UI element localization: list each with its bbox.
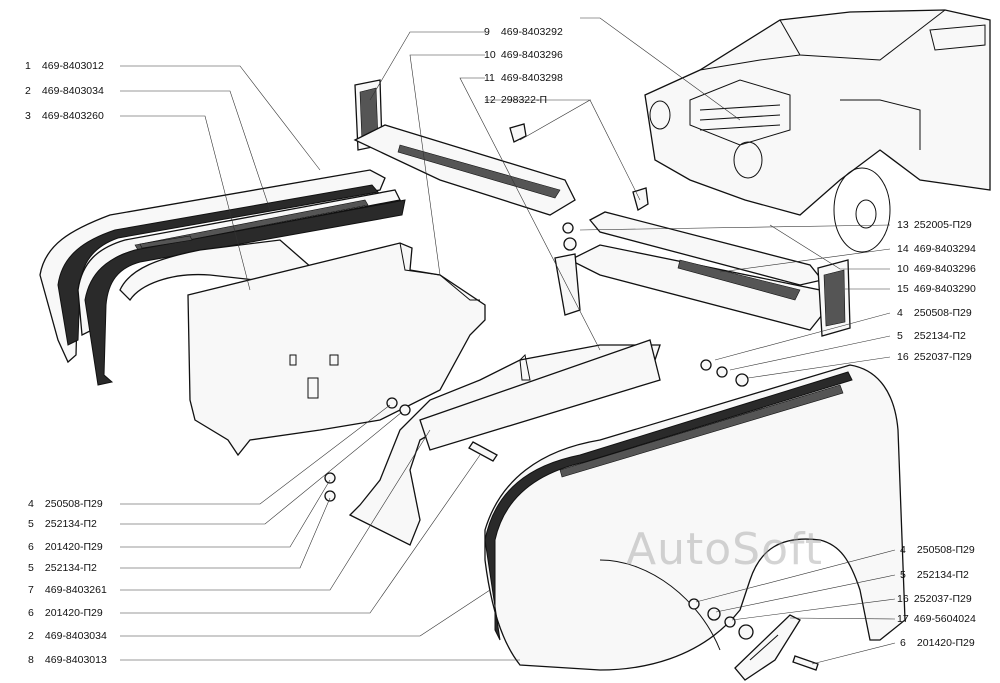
callout-7: 7 469-8403261 xyxy=(28,584,107,596)
callout-8: 8 469-8403013 xyxy=(28,654,107,666)
callout-6-bl-2: 6 201420-П29 xyxy=(28,607,103,619)
callout-5-br: 5 252134-П2 xyxy=(900,569,969,581)
callout-13: 13 252005-П29 xyxy=(897,219,972,231)
callout-3: 3 469-8403260 xyxy=(25,110,104,122)
callout-6-br: 6 201420-П29 xyxy=(900,637,975,649)
callout-10-right: 10 469-8403296 xyxy=(897,263,976,275)
callout-1: 1 469-8403012 xyxy=(25,60,104,72)
part-front-fender xyxy=(484,364,906,671)
callout-2: 2 469-8403034 xyxy=(25,85,104,97)
callout-5-bl-2: 5 252134-П2 xyxy=(28,562,97,574)
callout-9: 9 469-8403292 xyxy=(484,26,563,38)
part-wheel-arch-inner xyxy=(348,339,661,546)
part-long-strip xyxy=(353,124,576,216)
leader-lines xyxy=(120,17,896,665)
watermark: AutoSoft xyxy=(626,524,823,575)
callout-12: 12 298322-П xyxy=(484,94,548,106)
part-inner-panel xyxy=(187,242,486,457)
callout-16-br: 16 252037-П29 xyxy=(897,593,972,605)
callout-4-bl: 4 250508-П29 xyxy=(28,498,103,510)
callout-14: 14 469-8403294 xyxy=(897,243,976,255)
part-bracket xyxy=(734,614,801,681)
callout-4-right: 4 250508-П29 xyxy=(897,307,972,319)
callout-15: 15 469-8403290 xyxy=(897,283,976,295)
callout-11: 11 469-8403298 xyxy=(484,72,563,84)
callout-6-bl: 6 201420-П29 xyxy=(28,541,103,553)
callout-17: 17 469-5604024 xyxy=(897,613,976,625)
part-front-strip xyxy=(554,211,851,337)
vehicle-sketch xyxy=(644,9,991,253)
callout-2-bl: 2 469-8403034 xyxy=(28,630,107,642)
callout-5-right: 5 252134-П2 xyxy=(897,330,966,342)
callout-4-br: 4 250508-П29 xyxy=(900,544,975,556)
callout-5-bl: 5 252134-П2 xyxy=(28,518,97,530)
callout-16-right: 16 252037-П29 xyxy=(897,351,972,363)
callout-10-top: 10 469-8403296 xyxy=(484,49,563,61)
